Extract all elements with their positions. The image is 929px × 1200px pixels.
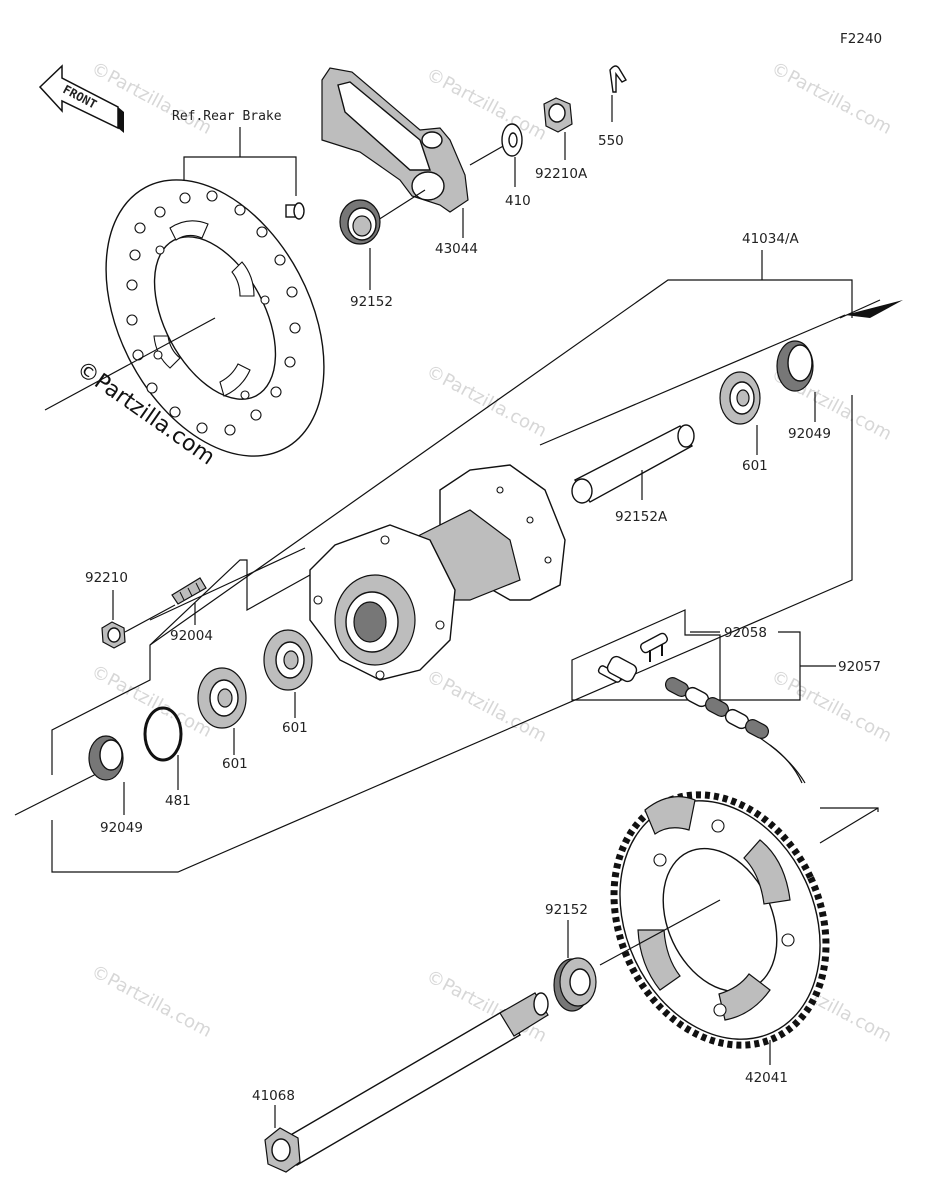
part-42041: 42041	[745, 1070, 788, 1086]
part-92152-top: 92152	[350, 294, 393, 310]
part-92004: 92004	[170, 628, 213, 644]
caliper-bracket	[321, 67, 469, 213]
part-41068: 41068	[252, 1088, 295, 1104]
part-410: 410	[505, 193, 531, 209]
nut-92210	[101, 621, 126, 649]
front-arrow: FRONT	[38, 64, 124, 133]
stud-92004	[171, 577, 207, 605]
bearing-right	[719, 371, 761, 425]
watermark: ©Partzilla.com	[423, 361, 550, 442]
watermark: ©Partzilla.com	[768, 58, 895, 139]
cotter-pin	[609, 65, 627, 93]
disc-bolt	[285, 202, 305, 220]
part-43044: 43044	[435, 241, 478, 257]
watermark: ©Partzilla.com	[423, 666, 550, 747]
watermark: ©Partzilla.com	[768, 666, 895, 747]
seal-right	[776, 340, 814, 392]
watermark: ©Partzilla.com	[88, 58, 215, 139]
ref-rear-brake-label: Ref.Rear Brake	[172, 109, 282, 124]
part-481: 481	[165, 793, 191, 809]
spacer-92152a	[571, 424, 695, 504]
axle-41068	[264, 992, 549, 1173]
part-92057: 92057	[838, 659, 881, 675]
diagram-code: F2240	[840, 31, 882, 47]
collar-top	[339, 199, 381, 245]
part-601-right: 601	[742, 458, 768, 474]
part-601-left: 601	[222, 756, 248, 772]
collar-bottom	[553, 957, 597, 1012]
part-92152a: 92152A	[615, 509, 668, 525]
rear-sprocket	[610, 791, 830, 1049]
nut-92210a	[543, 97, 573, 133]
part-92058: 92058	[724, 625, 767, 641]
circlip-481	[143, 706, 183, 762]
part-92210: 92210	[85, 570, 128, 586]
part-41034a: 41034/A	[742, 231, 799, 247]
bearing-mid	[263, 629, 313, 691]
seal-left	[88, 735, 124, 781]
watermark: ©Partzilla.com	[88, 961, 215, 1042]
part-92049-left: 92049	[100, 820, 143, 836]
part-92049-right: 92049	[788, 426, 831, 442]
bearing-left	[197, 667, 247, 729]
part-601-mid: 601	[282, 720, 308, 736]
washer-410	[501, 123, 523, 157]
part-550: 550	[598, 133, 624, 149]
chain-joint-92058	[597, 632, 668, 683]
rear-hub	[309, 464, 566, 681]
part-92152-bottom: 92152	[545, 902, 588, 918]
drive-chain	[664, 677, 806, 784]
part-92210a: 92210A	[535, 166, 588, 182]
